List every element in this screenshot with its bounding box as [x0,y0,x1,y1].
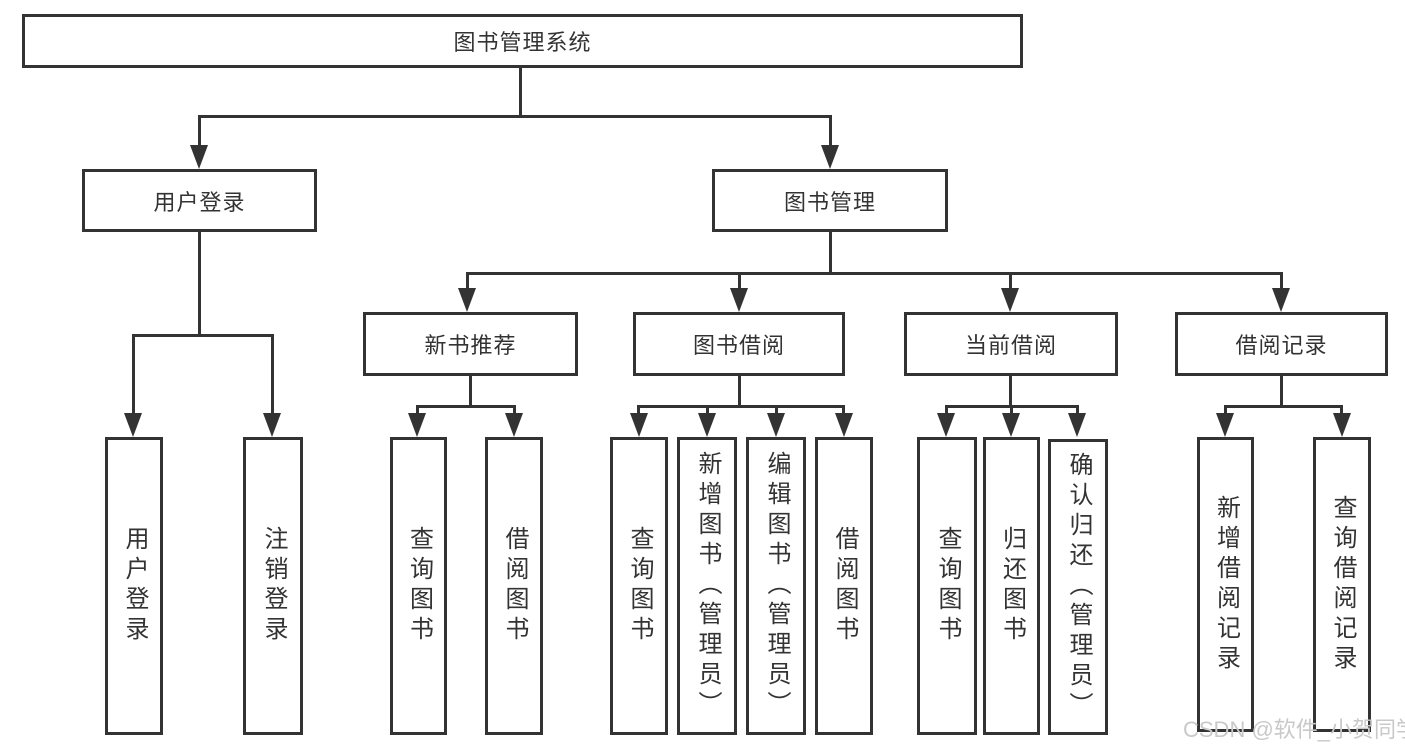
connector-book-mgmt-stub [829,232,832,274]
arrowhead-g2-leaf3 [767,413,785,437]
connector-group3-stub [1009,376,1012,408]
connector-g4-leaf1-shaft [1224,405,1227,417]
arrowhead-g3-leaf2 [1002,413,1020,437]
leaf-query-book-current: 查询图书 [917,437,977,735]
connector-g3-leaf3-shaft [1076,405,1079,417]
leaf-user-login: 用户登录 [105,437,163,735]
connector-groups-bus [466,272,1283,275]
connector-group3-shaft [1009,272,1012,292]
connector-g2-leaf1-shaft [637,405,640,417]
connector-g1-leaf1-shaft [416,405,419,417]
node-book-borrow: 图书借阅 [633,312,845,376]
leaf-add-book-admin: 新增图书（管理员） [677,437,737,735]
leaf-user-login-label: 用户登录 [121,526,148,646]
leaf-add-borrow-record-label: 新增借阅记录 [1212,494,1240,675]
connector-user-login-shaft [198,115,201,149]
node-current-borrow: 当前借阅 [904,312,1118,376]
connector-group4-shaft [1280,272,1283,292]
arrowhead-leaf-logout [263,413,281,437]
node-borrow-record-label: 借阅记录 [1235,333,1328,358]
leaf-edit-book-admin-label: 编辑图书（管理员） [763,451,790,721]
node-book-mgmt-label: 图书管理 [783,189,876,215]
arrowhead-g3-leaf1 [937,413,955,437]
connector-book-mgmt-shaft [829,115,832,149]
arrowhead-leaf-login [124,413,142,437]
leaf-logout: 注销登录 [243,437,303,735]
leaf-borrow-book-rec-label: 借阅图书 [501,526,528,646]
connector-g1-leaf2-shaft [513,405,516,417]
leaf-query-borrow-record: 查询借阅记录 [1313,437,1371,732]
connector-group4-bus [1224,405,1343,408]
arrowhead-g4-leaf2 [1333,413,1351,437]
connector-group4-stub [1280,376,1283,408]
connector-group1-bus [416,405,516,408]
leaf-borrow-book-rec: 借阅图书 [485,437,543,735]
leaf-confirm-return-admin-label: 确认归还（管理员） [1065,452,1092,722]
leaf-confirm-return-admin: 确认归还（管理员） [1048,439,1108,735]
connector-user-login-bus [132,334,274,337]
csdn-watermark: CSDN @软件_小贺同学 [1183,717,1405,742]
leaf-query-book-current-label: 查询图书 [934,526,961,646]
arrowhead-group4 [1272,288,1290,312]
connector-root-stub [519,68,522,117]
connector-g2-leaf4-shaft [842,405,845,417]
connector-level2-bus [198,115,832,118]
arrowhead-group3 [1001,288,1019,312]
leaf-logout-label: 注销登录 [260,526,287,646]
connector-group1-shaft [466,272,469,292]
node-current-borrow-label: 当前借阅 [964,333,1057,358]
node-book-mgmt: 图书管理 [712,169,948,232]
connector-group2-stub [738,376,741,408]
connector-user-login-stub [198,232,201,336]
connector-group2-shaft [738,272,741,292]
arrowhead-user-login [190,145,208,169]
connector-g2-leaf3-shaft [775,405,778,417]
leaf-query-book-borrow: 查询图书 [610,437,668,735]
connector-leaf-logout-shaft [271,334,274,416]
node-user-login-label: 用户登录 [153,189,246,215]
arrowhead-group2 [730,288,748,312]
arrowhead-g1-leaf2 [505,413,523,437]
leaf-query-book-rec-label: 查询图书 [405,526,433,646]
leaf-add-book-admin-label: 新增图书（管理员） [694,451,721,721]
arrowhead-g3-leaf3 [1068,413,1086,437]
leaf-return-book-label: 归还图书 [998,526,1026,646]
connector-g3-leaf2-shaft [1010,405,1013,417]
connector-group1-stub [469,376,472,408]
connector-leaf-login-shaft [132,334,135,416]
node-root-label: 图书管理系统 [453,30,592,55]
connector-g3-leaf1-shaft [945,405,948,417]
leaf-query-borrow-record-label: 查询借阅记录 [1329,494,1356,675]
leaf-return-book: 归还图书 [983,437,1040,735]
node-user-login: 用户登录 [82,169,317,232]
leaf-borrow-book: 借阅图书 [815,437,873,735]
arrowhead-group1 [458,288,476,312]
arrowhead-g2-leaf4 [835,413,853,437]
connector-g2-leaf2-shaft [706,405,709,417]
connector-group2-bus [637,405,845,408]
arrowhead-g4-leaf1 [1216,413,1234,437]
connector-g4-leaf2-shaft [1340,405,1343,417]
leaf-query-book-rec: 查询图书 [390,437,447,735]
node-new-book-rec: 新书推荐 [363,312,578,376]
node-borrow-record: 借阅记录 [1175,312,1388,376]
arrowhead-g2-leaf2 [698,413,716,437]
leaf-edit-book-admin: 编辑图书（管理员） [746,437,806,735]
leaf-query-book-borrow-label: 查询图书 [626,526,653,646]
arrowhead-book-mgmt [821,145,839,169]
node-book-borrow-label: 图书借阅 [692,333,785,358]
arrowhead-g1-leaf1 [408,413,426,437]
node-root: 图书管理系统 [22,14,1023,68]
arrowhead-g2-leaf1 [630,413,648,437]
leaf-add-borrow-record: 新增借阅记录 [1197,437,1254,732]
node-new-book-rec-label: 新书推荐 [424,333,517,358]
leaf-borrow-book-label: 借阅图书 [831,526,858,646]
